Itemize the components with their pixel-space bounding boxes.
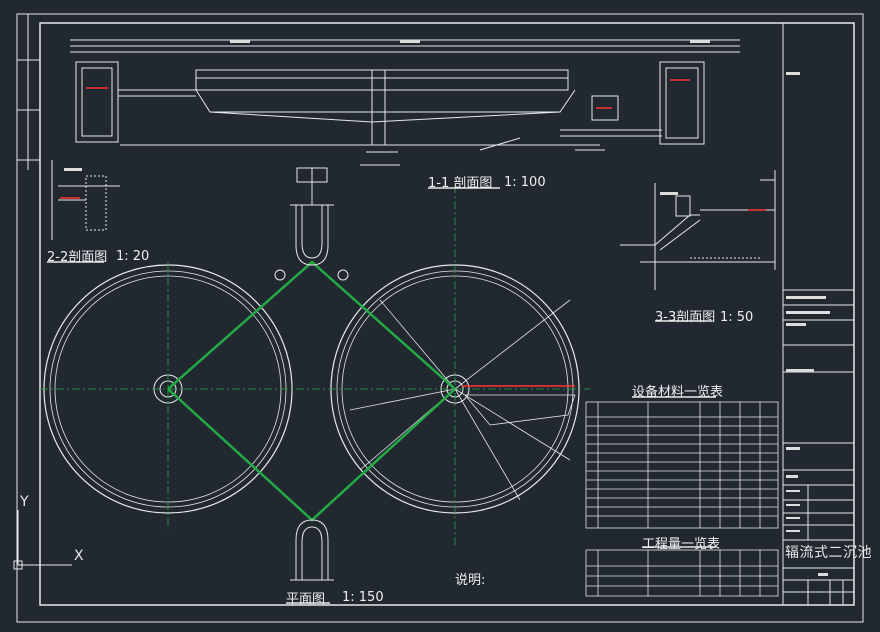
ucs-y-label: Y <box>20 494 29 510</box>
centerlines <box>40 185 590 545</box>
section-3-3-title: 3-3剖面图 <box>655 310 716 325</box>
section-1-1-title: 1-1 剖面图 <box>428 176 493 191</box>
notes-label: 说明: <box>455 573 486 588</box>
ucs-icon <box>13 510 72 570</box>
quantity-table-title: 工程量一览表 <box>642 537 721 552</box>
plan-view-scale: 1: 150 <box>342 590 384 605</box>
section-3-3-drawing <box>620 170 776 290</box>
quantity-table-grid <box>585 549 779 597</box>
section-2-2-scale: 1: 20 <box>116 249 150 264</box>
ucs-x-label: X <box>74 548 84 564</box>
section-1-1-scale: 1: 100 <box>504 175 546 190</box>
plan-view-title: 平面图 <box>286 592 326 607</box>
equipment-table-title: 设备材料一览表 <box>632 385 724 400</box>
sheet-border <box>16 13 864 623</box>
title-block <box>782 23 854 605</box>
section-2-2-drawing <box>51 160 120 240</box>
equipment-table-grid <box>585 401 779 529</box>
section-1-1-drawing <box>70 39 740 166</box>
drawing-name: 辐流式二沉池 <box>785 545 872 561</box>
title-underlines <box>47 187 716 604</box>
section-2-2-title: 2-2剖面图 <box>47 250 108 265</box>
section-3-3-scale: 1: 50 <box>720 310 754 325</box>
distribution-wells <box>274 167 349 581</box>
section-1-1-water-levels <box>86 79 690 109</box>
